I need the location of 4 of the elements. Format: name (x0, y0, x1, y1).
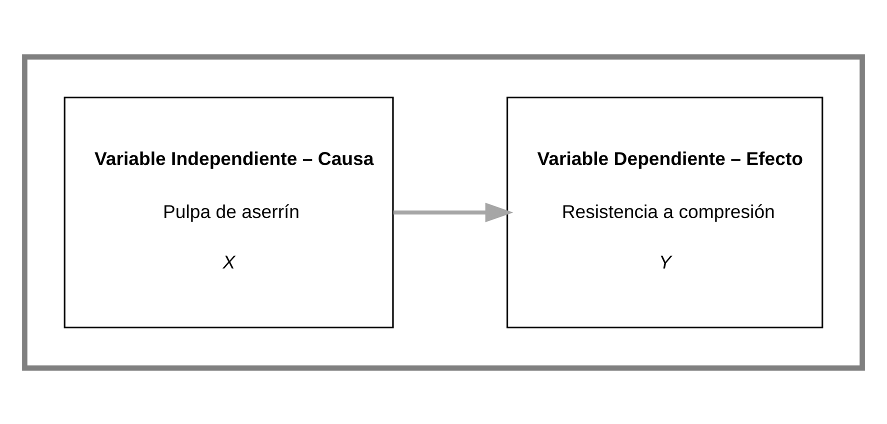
node-box: Variable Independiente – Causa Pulpa de aserrín X (64, 96, 394, 328)
cluster (22, 54, 865, 370)
arrow (393, 202, 514, 222)
node-box: Variable Dependiente – Efecto Resistencia a compresión Y (506, 96, 824, 328)
